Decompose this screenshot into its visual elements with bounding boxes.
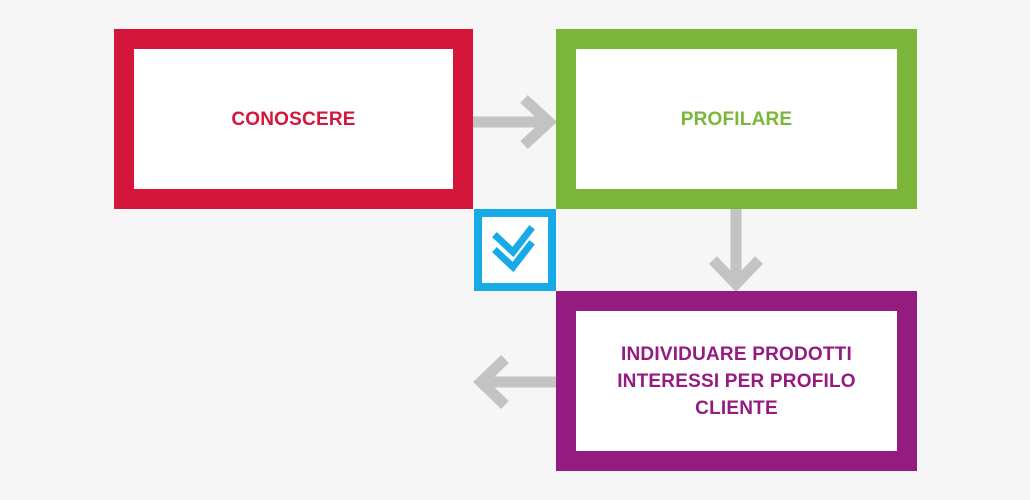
arrow-down — [709, 209, 763, 292]
double-chevron-down-icon — [474, 209, 556, 291]
node-label: PROFILARE — [680, 108, 793, 130]
node-label: CONOSCERE — [231, 108, 356, 130]
node-conoscere: CONOSCERE — [114, 29, 473, 209]
node-label: INDIVIDUARE PRODOTTI INTERESSI PER PROFI… — [617, 343, 856, 419]
arrow-left — [473, 355, 556, 409]
node-profilare: PROFILARE — [556, 29, 917, 209]
arrow-right — [473, 94, 558, 150]
node-individuare: INDIVIDUARE PRODOTTI INTERESSI PER PROFI… — [556, 291, 917, 471]
